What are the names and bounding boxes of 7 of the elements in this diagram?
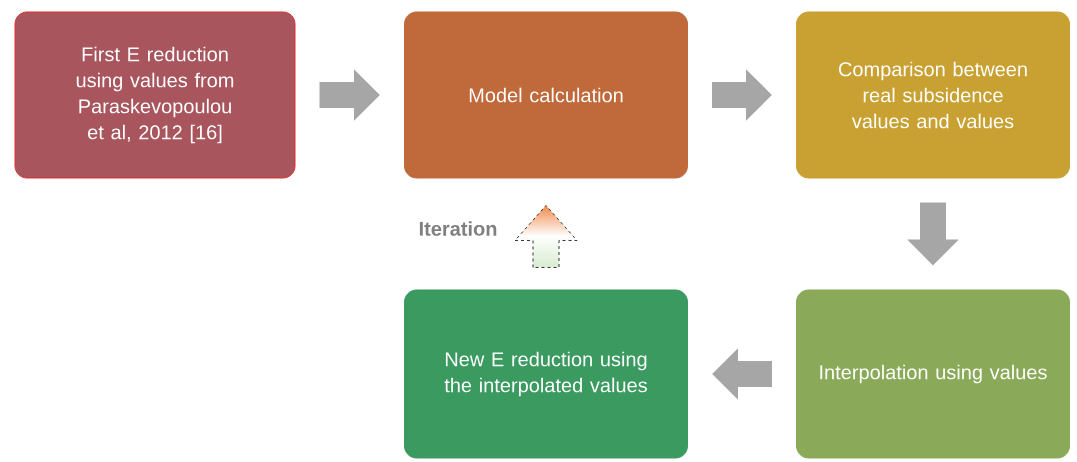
edge-label: Iteration bbox=[419, 221, 497, 236]
block-arrow bbox=[514, 205, 578, 268]
process-box: First E reduction using values from Paraskevopoulou et al, 2012 [16] bbox=[14, 11, 296, 179]
process-box: Interpolation using values bbox=[796, 289, 1070, 459]
process-box: New E reduction using the interpolated values bbox=[404, 289, 688, 459]
process-box: Comparison between real subsidence values and values bbox=[796, 11, 1070, 179]
process-box: Model calculation bbox=[404, 11, 688, 179]
